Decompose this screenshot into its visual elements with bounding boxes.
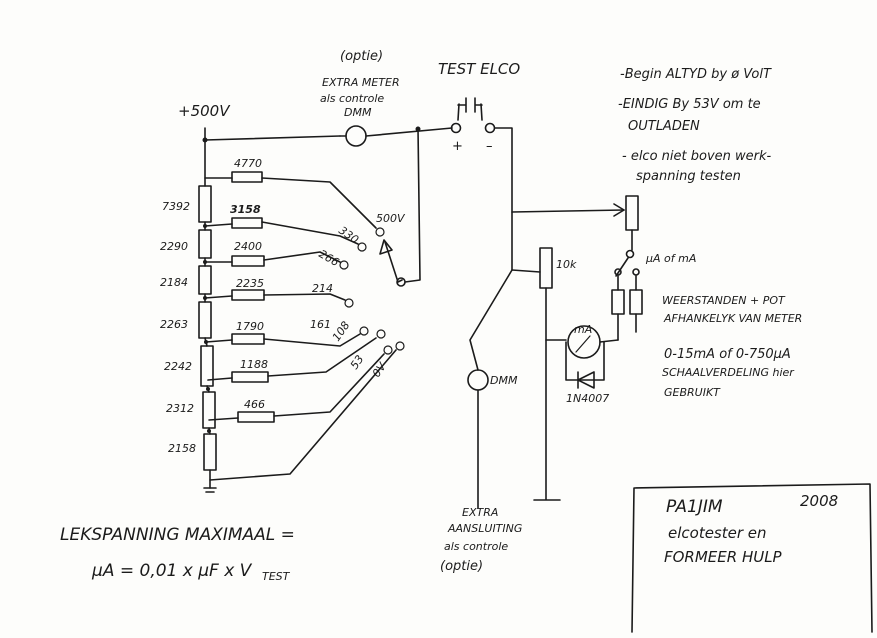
- note-line-5: spanning testen: [636, 169, 741, 184]
- top-meter-branch: [339, 97, 513, 271]
- series-value-3: 2400: [234, 240, 262, 253]
- divider-value-2: 2290: [160, 240, 188, 253]
- tap-contact-161[interactable]: [359, 326, 369, 336]
- potentiometer[interactable]: [625, 195, 639, 231]
- formula-title: LEKSPANNING MAXIMAAL =: [60, 525, 295, 545]
- title-year: 2008: [800, 492, 838, 510]
- series-value-6: 1188: [240, 358, 268, 371]
- tap-contact-53[interactable]: [383, 345, 393, 355]
- tap-contact-266[interactable]: [339, 260, 349, 270]
- bottom-option-2: AANSLUITING: [447, 522, 522, 535]
- resistor-10k: [539, 247, 553, 289]
- divider-value-6: 2312: [166, 402, 194, 415]
- formula-subscript: TEST: [262, 570, 291, 583]
- elco-minus-terminal[interactable]: [484, 122, 496, 134]
- range-note-2: SCHAALVERDELING hier: [662, 366, 795, 379]
- dmm-label: DMM: [490, 374, 518, 387]
- tap-label-214: 214: [312, 282, 333, 295]
- bottom-option-4: (optie): [440, 559, 483, 574]
- ma-meter-label: mA: [574, 323, 592, 336]
- tap-label-500v: 500V: [376, 212, 406, 225]
- range-note-3: GEBRUIKT: [664, 386, 721, 399]
- divider-value-7: 2158: [168, 442, 196, 455]
- dmm-voltmeter: [467, 369, 489, 391]
- meter-note-1: WEERSTANDEN + POT: [662, 294, 786, 307]
- title-line-2: FORMEER HULP: [664, 548, 783, 566]
- series-value-7: 466: [244, 398, 265, 411]
- divider-resistor-2: [198, 229, 212, 259]
- plus-sign: +: [452, 139, 463, 154]
- meter-note-2: AFHANKELYK VAN METER: [663, 312, 802, 325]
- divider-value-1: 7392: [162, 200, 190, 213]
- bottom-option-3: als controle: [444, 540, 508, 553]
- note-line-1: -Begin ALTYD by ø VolT: [620, 67, 772, 82]
- tap-label-266: 266: [317, 247, 342, 269]
- divider-resistor-7: [203, 433, 217, 471]
- selector-switch[interactable]: [379, 127, 421, 287]
- option-label-top: (optie): [340, 49, 383, 64]
- series-value-4: 2235: [236, 277, 264, 290]
- diode-label: 1N4007: [566, 392, 609, 405]
- series-value-1: 4770: [234, 157, 262, 170]
- range-note-1: 0-15mA of 0-750μA: [664, 347, 791, 362]
- divider-value-4: 2263: [160, 318, 188, 331]
- dmm-top-label: DMM: [344, 106, 372, 119]
- divider-resistor-1: [198, 185, 212, 223]
- label-ua-ma: μA of mA: [645, 252, 696, 265]
- tap-contact-214[interactable]: [344, 298, 354, 308]
- series-value-5: 1790: [236, 320, 264, 333]
- note-line-2: -EINDIG By 53V om te: [618, 97, 761, 112]
- label-10k: 10k: [556, 258, 577, 271]
- divider-resistor-3: [198, 265, 212, 295]
- title-author: PA1JIM: [666, 497, 723, 517]
- test-elco-title: TEST ELCO: [438, 60, 520, 78]
- tap-contact-330[interactable]: [357, 242, 367, 252]
- title-line-1: elcotester en: [668, 524, 767, 542]
- divider-value-5: 2242: [164, 360, 192, 373]
- tap-contact-0v[interactable]: [395, 341, 405, 351]
- divider-resistor-6: [202, 391, 216, 429]
- tap-contact-500v[interactable]: [375, 227, 385, 237]
- series-value-2: 3158: [230, 203, 261, 216]
- divider-resistor-4: [198, 301, 212, 339]
- elco-plus-terminal[interactable]: [450, 122, 462, 134]
- diode-1n4007: [577, 371, 595, 389]
- extra-meter-label-2: als controle: [320, 92, 384, 105]
- series-network: [204, 171, 405, 481]
- tap-contact-108[interactable]: [376, 329, 386, 339]
- divider-value-3: 2184: [160, 276, 188, 289]
- bottom-option-1: EXTRA: [462, 506, 498, 519]
- extra-meter-voltmeter: [345, 125, 367, 147]
- note-line-4: - elco niet boven werk-: [622, 149, 772, 164]
- title-block-frame: [631, 483, 873, 633]
- extra-meter-label: EXTRA METER: [322, 76, 400, 89]
- tap-label-161: 161: [310, 318, 331, 331]
- formula-expression: μA = 0,01 x μF x V: [91, 561, 253, 581]
- note-line-3: OUTLADEN: [628, 119, 700, 134]
- series-resistor-1: [231, 171, 263, 183]
- minus-sign: –: [486, 139, 493, 154]
- supply-label: +500V: [178, 102, 231, 120]
- divider-chain: [198, 127, 341, 493]
- right-circuit: [467, 195, 643, 509]
- ua-ma-switch-contact[interactable]: [625, 249, 635, 259]
- text-labels: +500V (optie) EXTRA METER als controle D…: [60, 49, 838, 583]
